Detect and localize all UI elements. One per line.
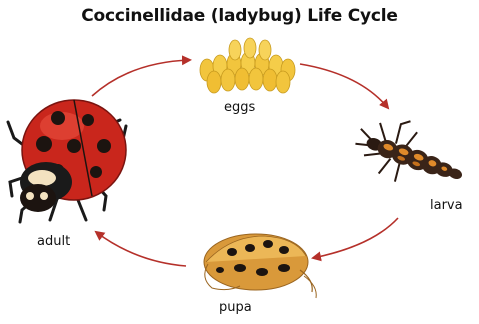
- arrow-adult-to-eggs: [92, 60, 190, 96]
- eggs-label: eggs: [224, 100, 255, 115]
- arrow-pupa-to-adult: [96, 232, 186, 266]
- larva-illustration: [348, 106, 474, 202]
- pupa-illustration: [204, 234, 316, 298]
- larva-label: larva: [430, 198, 463, 213]
- adult-ladybug-illustration: [8, 100, 126, 222]
- eggs-illustration: [200, 38, 295, 93]
- arrow-eggs-to-larva: [300, 64, 388, 108]
- pupa-label: pupa: [219, 300, 252, 315]
- adult-label: adult: [37, 234, 70, 249]
- arrow-larva-to-pupa: [313, 218, 398, 258]
